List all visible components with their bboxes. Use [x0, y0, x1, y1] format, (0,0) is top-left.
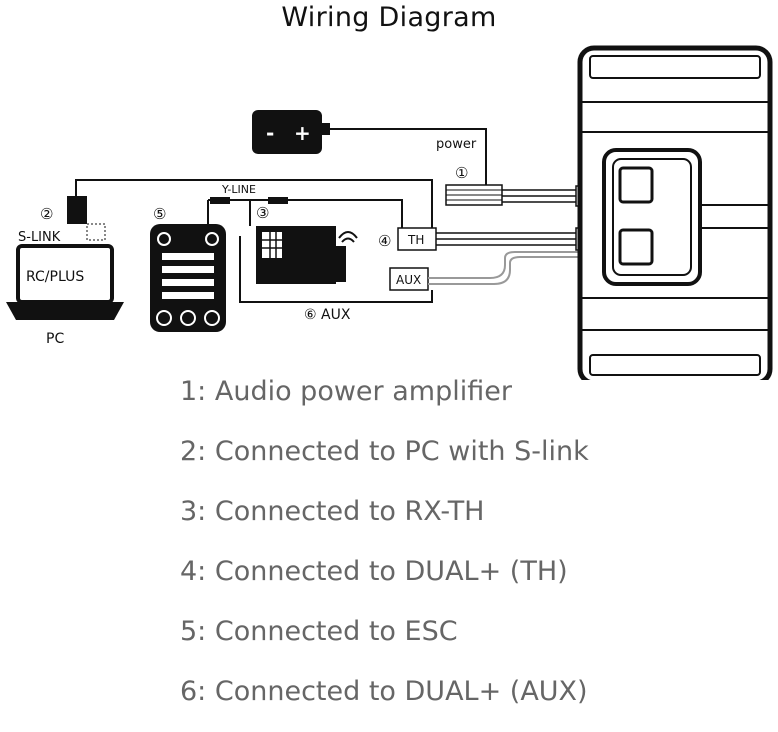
aux-line-label: ⑥ AUX: [304, 307, 351, 323]
marker-5: ⑤: [153, 205, 166, 223]
battery-minus-label: -: [266, 121, 274, 145]
s-link-label: S-LINK: [18, 230, 61, 245]
s-link-plug: [67, 196, 87, 224]
rc-plus-label: RC/PLUS: [26, 269, 84, 285]
receiver-icon: [256, 226, 358, 284]
battery-icon: - +: [252, 110, 330, 154]
aux-wire-to-unit: [428, 251, 578, 279]
legend-list: 1: Audio power amplifier 2: Connected to…: [180, 372, 740, 732]
legend-item-5: 5: Connected to ESC: [180, 616, 458, 647]
pc-label: PC: [46, 331, 64, 347]
legend-item-6: 6: Connected to DUAL+ (AUX): [180, 676, 588, 707]
amplifier-connector: [445, 184, 583, 207]
power-label: power: [436, 137, 477, 152]
aux-box-label: AUX: [396, 273, 421, 287]
laptop-icon: RC/PLUS: [6, 244, 124, 320]
power-wire: [330, 128, 487, 186]
battery-plus-label: +: [294, 121, 311, 145]
aux-wire: [239, 236, 433, 303]
legend-item-3: 3: Connected to RX-TH: [180, 496, 485, 527]
marker-1: ①: [455, 164, 468, 182]
y-line-wire: [208, 199, 403, 230]
s-link-wire: [75, 179, 433, 228]
esc-icon: [150, 224, 226, 332]
marker-2: ②: [40, 205, 53, 223]
amplifier-unit: [577, 45, 773, 380]
diagram-title: Wiring Diagram: [281, 2, 497, 33]
legend-item-1: 1: Audio power amplifier: [180, 376, 512, 407]
legend-item-2: 2: Connected to PC with S-link: [180, 436, 589, 467]
legend-item-4: 4: Connected to DUAL+ (TH): [180, 556, 568, 587]
th-label: TH: [407, 233, 424, 247]
wiring-diagram: - + power ① ② S-LINK RC/PLUS PC Y-LINE ⑤: [6, 45, 773, 380]
marker-4: ④: [378, 232, 391, 250]
marker-3: ③: [256, 204, 269, 222]
y-line-label: Y-LINE: [221, 183, 256, 196]
